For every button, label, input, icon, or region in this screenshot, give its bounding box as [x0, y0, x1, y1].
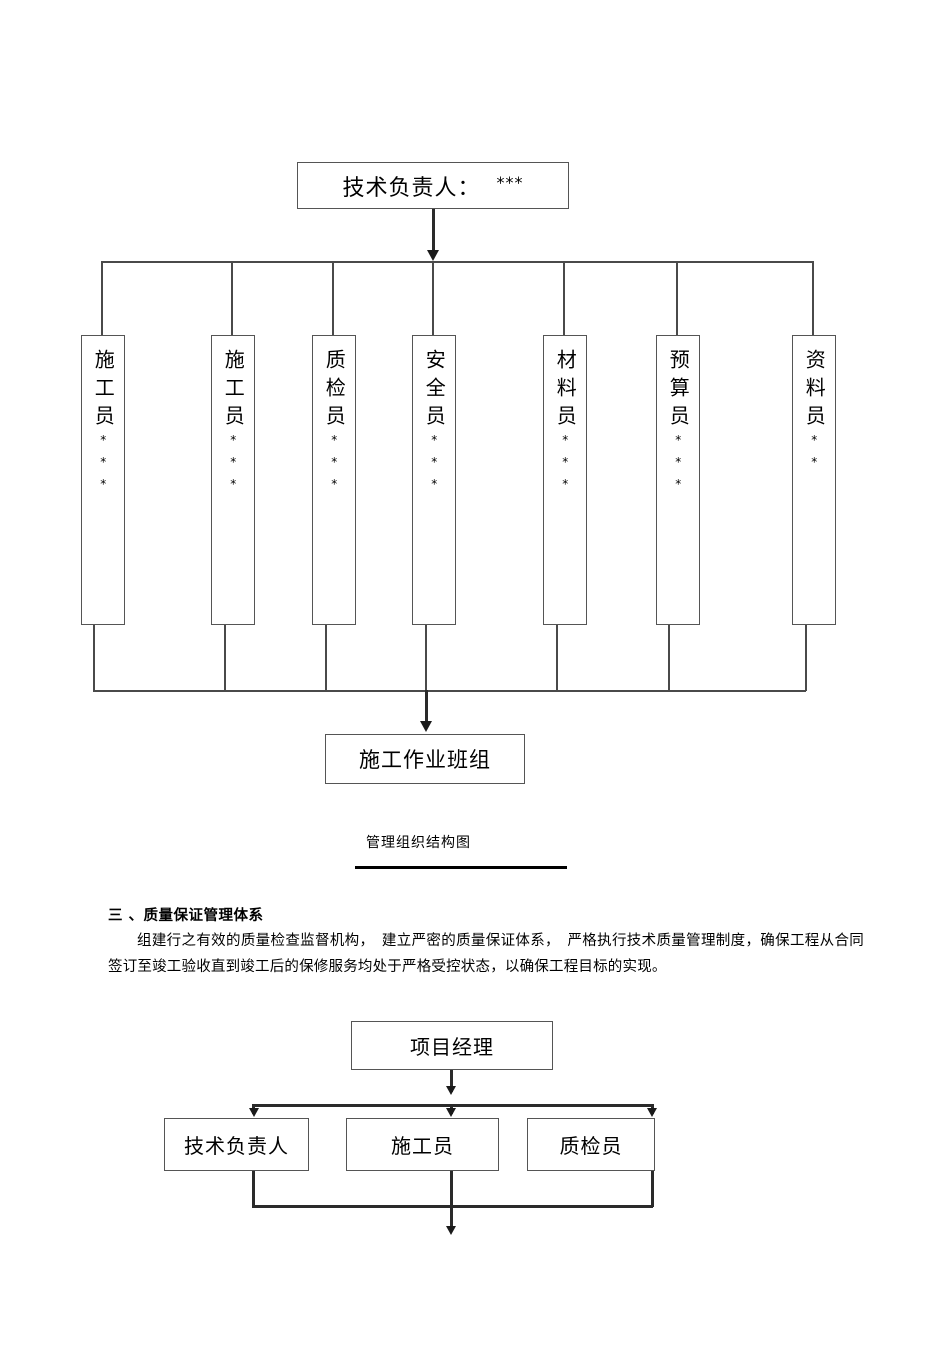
org-chart-bottom-node: 施工作业班组	[325, 734, 525, 784]
qa-root-node: 项目经理	[351, 1021, 553, 1070]
org-chart-caption: 管理组织结构图	[366, 835, 471, 851]
role-label-5: 预算员***	[666, 349, 691, 499]
connector-riser-0	[93, 625, 95, 691]
qa-tier-label-0: 技术负责人	[184, 1134, 289, 1158]
connector-drop-5	[676, 261, 678, 336]
role-stars-4: ***	[558, 433, 573, 499]
qa-arrowhead-output	[446, 1226, 456, 1235]
qa-connector-riser-1	[450, 1171, 453, 1207]
qa-connector-riser-2	[651, 1171, 654, 1207]
connector-upper-bus	[101, 261, 813, 263]
connector-drop-6	[812, 261, 814, 336]
connector-drop-0	[101, 261, 103, 336]
role-label-6: 资料员**	[802, 349, 827, 477]
connector-drop-3	[432, 261, 434, 336]
connector-riser-1	[224, 625, 226, 691]
connector-riser-5	[668, 625, 670, 691]
qa-root-label: 项目经理	[410, 1035, 494, 1059]
org-chart-top-stars: ***	[496, 173, 524, 192]
connector-riser-3	[425, 625, 427, 691]
connector-riser-6	[805, 625, 807, 691]
org-chart-caption-rule	[355, 866, 567, 869]
arrowhead-bottom-stem	[420, 721, 432, 732]
connector-lower-bus	[93, 690, 806, 692]
role-stars-1: ***	[226, 433, 241, 499]
role-box-安全员: 安全员***	[412, 335, 456, 625]
arrowhead-top-stem	[427, 250, 439, 261]
role-stars-3: ***	[427, 433, 442, 499]
org-chart-bottom-label: 施工作业班组	[359, 748, 491, 772]
role-box-施工员-2: 施工员***	[211, 335, 255, 625]
role-box-预算员: 预算员***	[656, 335, 700, 625]
qa-tier-label-2: 质检员	[559, 1134, 623, 1158]
connector-drop-4	[563, 261, 565, 336]
role-box-材料员: 材料员***	[543, 335, 587, 625]
qa-arrowhead-drop-2	[647, 1108, 657, 1117]
org-chart-top-node: 技术负责人： ***	[297, 162, 569, 209]
org-chart-top-label: 技术负责人：	[342, 175, 481, 201]
connector-top-stem	[432, 209, 435, 256]
qa-arrowhead-drop-1	[446, 1108, 456, 1117]
role-stars-5: ***	[671, 433, 686, 499]
role-stars-2: ***	[327, 433, 342, 499]
connector-bottom-stem	[425, 690, 428, 725]
connector-riser-4	[556, 625, 558, 691]
section-paragraph: 组建行之有效的质量检查监督机构， 建立严密的质量保证体系， 严格执行技术质量管理…	[108, 933, 864, 975]
qa-tier-label-1: 施工员	[391, 1134, 454, 1158]
role-box-施工员-1: 施工员***	[81, 335, 125, 625]
qa-arrowhead-root-stem	[446, 1086, 456, 1095]
section-heading: 三 、质量保证管理体系	[108, 907, 264, 924]
qa-tier-box-施工员: 施工员	[346, 1118, 499, 1171]
qa-connector-merge-bus	[252, 1205, 653, 1208]
role-box-资料员: 资料员**	[792, 335, 836, 625]
qa-arrowhead-drop-0	[249, 1108, 259, 1117]
role-label-3: 安全员***	[422, 349, 447, 499]
role-label-4: 材料员***	[553, 349, 578, 499]
connector-drop-1	[231, 261, 233, 336]
role-label-0: 施工员***	[91, 349, 116, 499]
role-label-2: 质检员***	[322, 349, 347, 499]
qa-tier-box-质检员: 质检员	[527, 1118, 655, 1171]
connector-riser-2	[325, 625, 327, 691]
role-box-质检员: 质检员***	[312, 335, 356, 625]
qa-connector-root-stem	[450, 1070, 453, 1092]
qa-connector-riser-0	[252, 1171, 255, 1207]
role-stars-6: **	[807, 433, 822, 477]
connector-drop-2	[332, 261, 334, 336]
role-stars-0: ***	[96, 433, 111, 499]
qa-connector-output-stem	[450, 1205, 453, 1231]
qa-connector-split-bus	[252, 1104, 653, 1107]
role-label-1: 施工员***	[221, 349, 246, 499]
qa-tier-box-技术负责人: 技术负责人	[164, 1118, 309, 1171]
